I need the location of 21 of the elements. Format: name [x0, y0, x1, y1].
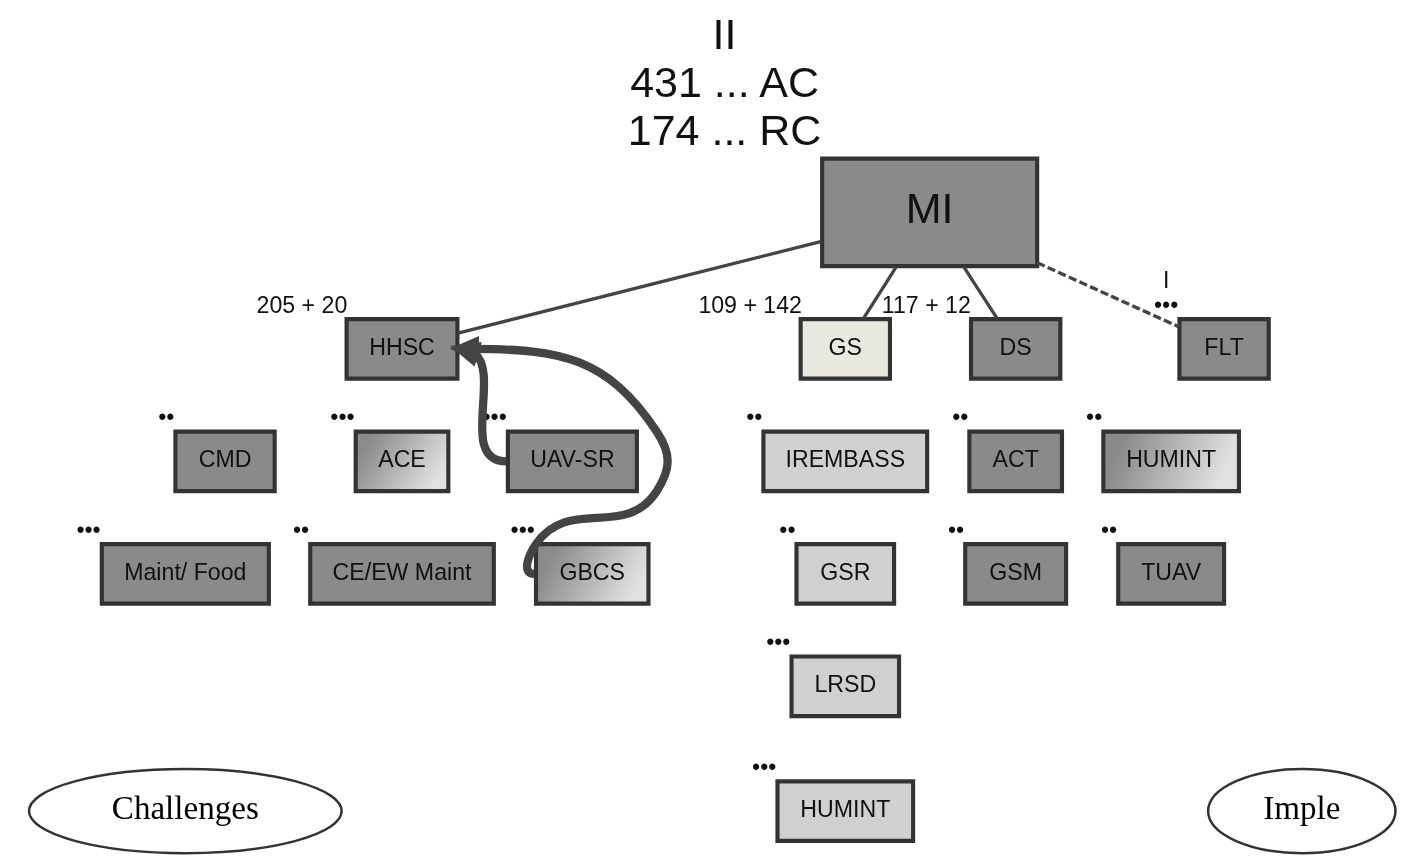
node-label: ••: [1085, 404, 1102, 431]
node-label: ••: [292, 516, 309, 543]
node-label: 117 + 12: [881, 291, 971, 318]
node-label: •••: [510, 516, 535, 543]
node-label: 109 + 142: [697, 291, 802, 318]
node-label: 431 ... AC: [629, 58, 819, 107]
node-label: I: [1162, 267, 1169, 294]
node-label: ••: [745, 404, 762, 431]
node-label: ••: [778, 516, 796, 543]
node-label: •••: [751, 754, 776, 781]
node-label: 174 ... RC: [627, 106, 821, 155]
node-label: ••: [1100, 516, 1117, 543]
node-label: •••: [765, 629, 790, 656]
node-label: II: [712, 10, 737, 59]
node-label: ••: [157, 404, 174, 431]
node-label: ••: [947, 516, 964, 543]
node-label: ••: [951, 404, 968, 431]
node-label: •••: [329, 404, 355, 431]
node-label: •••: [1153, 291, 1178, 318]
node-label: •••: [75, 516, 101, 543]
node-label: 205 + 20: [256, 291, 347, 318]
